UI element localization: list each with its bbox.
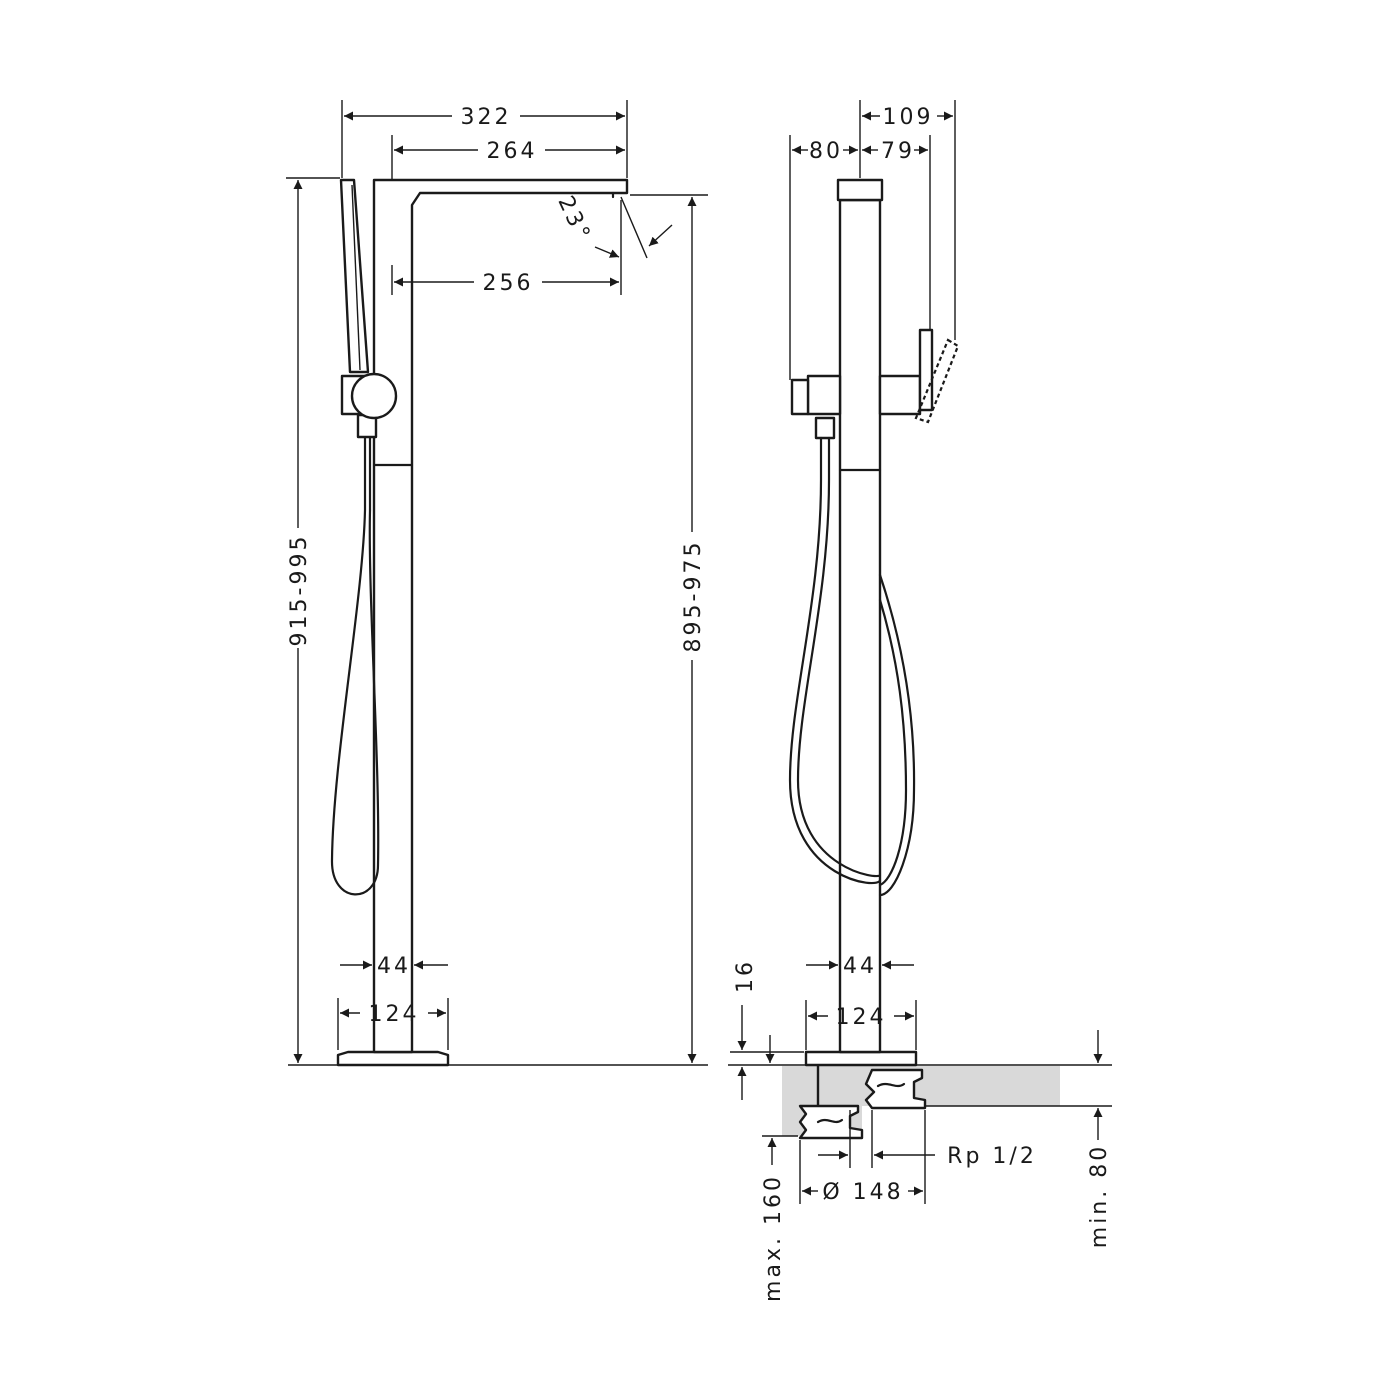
dim-148-label: Ø 148	[822, 1180, 903, 1205]
dim-322-label: 322	[461, 105, 512, 130]
dim-124-front-label: 124	[836, 1005, 887, 1030]
dim-16-label: 16	[733, 959, 758, 993]
side-column-spout	[372, 178, 629, 1054]
front-column-cap	[836, 178, 884, 202]
angle-arrow-right	[648, 224, 673, 247]
angle-label: 23°	[552, 192, 595, 246]
dim-895-label: 895-975	[681, 540, 706, 653]
front-hose-connector	[814, 416, 836, 440]
front-column	[838, 198, 882, 1054]
dim-256-label: 256	[483, 271, 534, 296]
dim-min80-label: min. 80	[1087, 1144, 1112, 1248]
front-outlet-body	[806, 374, 842, 416]
front-hose-left-inner	[796, 436, 882, 878]
side-view: 322 264 256 23° 915-995 895-975 44	[286, 100, 708, 1067]
front-hose-left	[788, 436, 882, 885]
dim-109-label: 109	[883, 105, 934, 130]
front-outlet-cap	[790, 378, 810, 416]
side-base-plate	[336, 1050, 450, 1067]
front-hose-right-inner	[878, 598, 908, 887]
side-hand-shower	[339, 178, 370, 374]
dim-rp-label: Rp 1/2	[947, 1144, 1037, 1169]
dim-124-side-label: 124	[369, 1002, 420, 1027]
mount-thread-detail-2	[876, 1082, 906, 1088]
mount-thread-detail	[816, 1118, 844, 1124]
front-mixer-body	[878, 374, 922, 416]
dim-915-label: 915-995	[287, 534, 312, 647]
dim-44-side-label: 44	[377, 954, 411, 979]
front-lever-open	[914, 338, 960, 424]
side-hand-shower-edge	[351, 184, 361, 371]
angle-line	[620, 196, 648, 259]
side-hose	[330, 436, 380, 896]
angle-arrow-left	[594, 246, 620, 258]
side-mixer-knob	[350, 372, 398, 420]
dim-79-label: 79	[881, 139, 915, 164]
dim-80-label: 80	[809, 139, 843, 164]
front-base-plate	[804, 1050, 918, 1067]
dim-264-label: 264	[487, 139, 538, 164]
dim-160-label: max. 160	[761, 1174, 786, 1302]
dim-44-front-label: 44	[843, 954, 877, 979]
front-hose-right	[878, 573, 916, 897]
mount-upper-block	[864, 1068, 927, 1110]
front-view: 109 80 79 44 124 16 max. 160 min. 80	[728, 100, 1112, 1302]
front-lever	[918, 328, 934, 412]
